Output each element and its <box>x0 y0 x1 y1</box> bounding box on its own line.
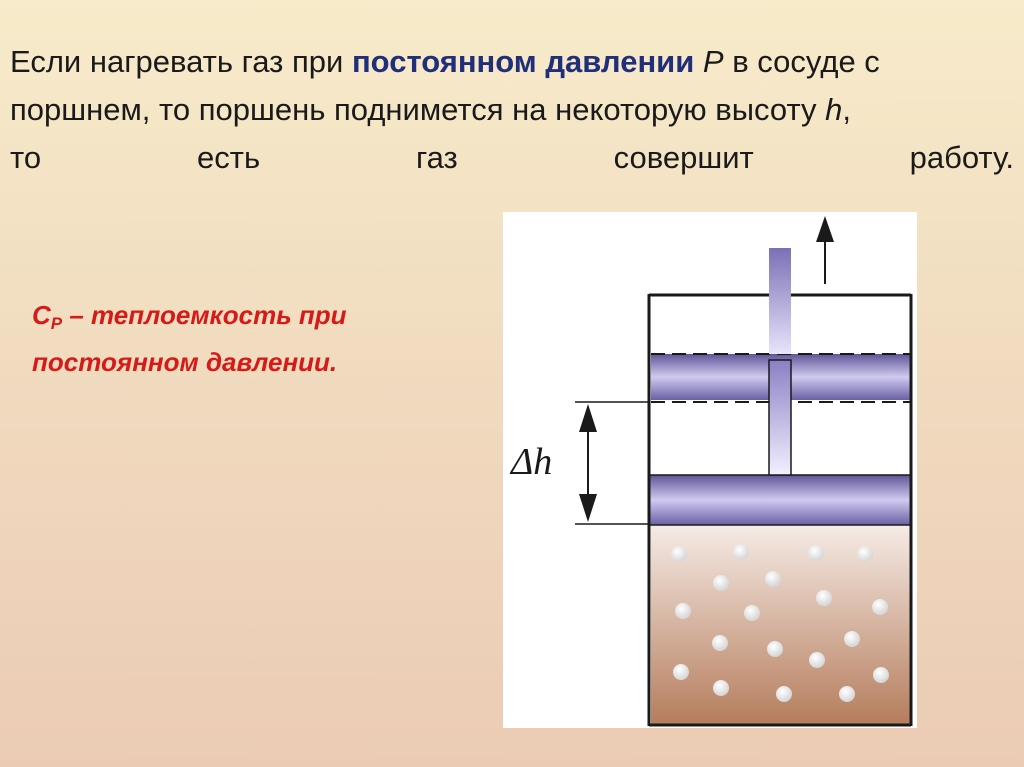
statement-word: газ <box>416 140 458 175</box>
gas-molecule <box>765 571 781 587</box>
gas-molecule <box>816 590 832 606</box>
gas-molecule <box>844 631 860 647</box>
definition-text: постоянном давлении. <box>32 347 338 377</box>
statement-word: совершит <box>613 140 754 175</box>
piston-figure: Δh <box>503 212 917 728</box>
gas-molecule <box>671 546 687 562</box>
definition-cp: CP – теплоемкость при постоянном давлени… <box>32 296 347 381</box>
gas-molecule <box>733 544 749 560</box>
heat-capacity-subscript: P <box>50 314 63 333</box>
gas-molecule <box>712 635 728 651</box>
height-variable: h <box>825 92 843 127</box>
gas-molecules <box>671 544 889 702</box>
dimension-arrow-down-icon <box>579 494 597 522</box>
pressure-variable: P <box>702 44 724 79</box>
up-arrow-icon <box>816 216 834 242</box>
gas-molecule <box>839 686 855 702</box>
statement-line-2: поршнем, то поршень поднимется на некото… <box>10 86 1014 134</box>
gas-molecule <box>873 667 889 683</box>
gas-molecule <box>713 575 729 591</box>
piston-rod-new <box>769 248 791 354</box>
dimension-arrow-up-icon <box>579 404 597 432</box>
gas-molecule <box>872 599 888 615</box>
statement-text-part: Если нагревать газ при <box>10 44 352 79</box>
statement-text: Если нагревать газ при постоянном давлен… <box>10 38 1014 182</box>
statement-text-part: поршнем, то поршень поднимется на некото… <box>10 92 826 127</box>
statement-text-part: , <box>842 92 851 127</box>
gas-molecule <box>744 605 760 621</box>
gas-molecule <box>673 664 689 680</box>
piston-rod-initial <box>768 359 792 476</box>
definition-text: – теплоемкость при <box>62 300 347 330</box>
statement-line-1: Если нагревать газ при постоянном давлен… <box>10 38 1014 86</box>
gas-molecule <box>675 603 691 619</box>
delta-h-label: Δh <box>509 441 552 483</box>
gas-molecule <box>808 545 824 561</box>
pressure-emphasis: постоянном давлении <box>351 44 695 79</box>
piston-diagram: Δh <box>509 216 913 727</box>
statement-word: работу. <box>909 140 1014 175</box>
statement-text-part: в сосуде с <box>723 44 880 79</box>
statement-word: то <box>10 140 42 175</box>
gas-molecule <box>713 680 729 696</box>
gas-molecule <box>767 641 783 657</box>
gas-molecule <box>776 686 792 702</box>
statement-line-3: то есть газ совершит работу. <box>10 134 1014 182</box>
piston-initial-position <box>648 474 912 526</box>
statement-word: есть <box>197 140 261 175</box>
gas-molecule <box>809 652 825 668</box>
gas-molecule <box>857 546 873 562</box>
heat-capacity-symbol: C <box>32 300 51 330</box>
